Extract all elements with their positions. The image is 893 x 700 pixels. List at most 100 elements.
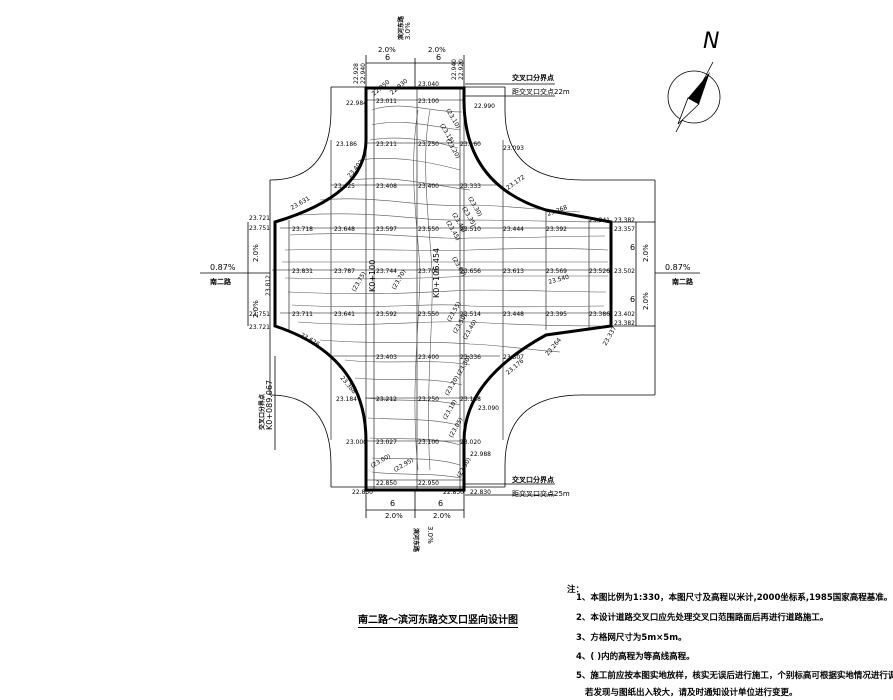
elev-label: 23.184 [336,396,357,403]
contour-label: (23.60) [450,256,467,278]
left-side: 0.87% 南二路 2.0% 2.0% 交叉口分界点 K0+089.067 [200,222,276,450]
elev-label: 23.392 [546,226,567,233]
road-label-top: 滨河东路 [397,15,405,40]
elev-label: 23.648 [334,226,355,233]
elev-label: 22.984 [346,100,367,107]
elev-label: 23.093 [503,145,524,152]
dim-top-left: 6 [385,53,390,62]
contour-lines [282,105,609,479]
slope-bottom-right: 2.0% [433,512,451,520]
elev-label: 23.307 [503,354,524,361]
notes-heading: 注： [567,585,585,595]
note-2: 2、本设计道路交叉口应先处理交叉口范围路面后再进行道路施工。 [576,613,829,623]
elev-label: 23.787 [334,268,355,275]
contour-label: (22.95) [393,457,415,474]
slope-left-bottom: 2.0% [252,300,260,318]
road-label-bottom: 滨河东路 [412,528,420,553]
elev-label: 23.357 [614,226,635,233]
elev-label: 23.403 [376,354,397,361]
elev-label: 23.626 [299,332,321,349]
contour-label: (23.05) [448,417,465,439]
dim-bottom-right: 6 [438,499,443,508]
elev-label: 23.264 [544,337,563,358]
station-left-mid: K0+100 [368,260,377,292]
dim-right-top: 6 [630,243,635,252]
elev-label: 23.711 [292,311,313,318]
note-3: 3、方格网尺寸为5m×5m。 [576,633,687,643]
note-5: 5、施工前应按本图实地放样，核实无误后进行施工，个别标高可根据实地情况进行调整； [576,671,893,681]
dim-top-right: 6 [436,53,441,62]
cross-slope-left: 0.87% [210,263,236,272]
elev-label: 23.382 [614,217,635,224]
elev-label: 23.250 [418,141,439,148]
elev-label: 23.425 [334,183,355,190]
elev-label: 22.830 [470,489,491,496]
slope-bottom-left: 2.0% [385,512,403,520]
elev-label: 23.400 [418,183,439,190]
elev-label: 23.550 [418,311,439,318]
elev-label: 23.333 [460,183,481,190]
north-arrow-head [688,72,710,104]
elev-label: 22.988 [470,451,491,458]
slope-right-bottom: 2.0% [642,292,650,310]
right-side: 0.87% 南二路 6 6 2.0% 2.0% [611,221,700,327]
elev-label: 22.940 [451,59,458,80]
elev-label: 23.250 [418,396,439,403]
elev-label: 23.718 [292,226,313,233]
elev-label: 23.744 [376,268,397,275]
elev-label: 23.395 [546,311,567,318]
north-label: N [703,29,719,54]
elev-label: 23.721 [249,324,270,331]
elev-label: 23.751 [249,311,270,318]
elev-label: 22.940 [360,63,367,84]
elev-label: 23.040 [418,81,439,88]
elev-label: 23.448 [503,311,524,318]
elev-label: 22.990 [474,103,495,110]
elev-label: 22.850 [376,480,397,487]
slope-left-top: 2.0% [252,244,260,262]
boundary-label-top: 交叉口分界点 [512,73,554,82]
elev-label: 23.444 [503,226,524,233]
grid-lines [272,88,612,490]
elev-label: 23.341 [589,217,610,224]
elev-label: 23.000 [346,439,367,446]
boundary-labels: 交叉口分界点 距交叉口交点22m 交叉口分界点 距交叉口交点25m K0+106… [368,73,570,498]
elev-label: 23.268 [546,204,568,218]
elev-label: 23.011 [376,98,397,105]
distance-top: 距交叉口交点22m [512,87,570,96]
elev-label: 23.831 [292,268,313,275]
contour-label: (23.10) [442,399,459,421]
elev-label: 23.212 [376,396,397,403]
north-arrow-tail [677,97,700,125]
road-outlines [269,83,656,496]
vertical-slope-top: 3.0% [404,22,412,40]
elev-label: 23.408 [376,183,397,190]
contour-label: (23.20) [444,138,461,160]
elev-label: 22.830 [352,489,373,496]
road-label-left: 南二路 [210,277,232,286]
elev-label: 23.526 [589,268,610,275]
elev-label: 23.540 [548,274,570,286]
elev-label: 23.211 [376,141,397,148]
elev-label: 23.510 [460,226,481,233]
elev-label: 23.172 [505,174,526,192]
dimensions-bottom: 6 6 2.0% 2.0% 3.0% 滨河东路 [365,490,465,553]
elev-label: 23.656 [460,268,481,275]
cross-slope-right: 0.87% [665,263,691,272]
elev-label: 23.336 [460,354,481,361]
elev-label: 23.751 [249,225,270,232]
north-arrow-circle [667,70,721,124]
note-6: 若发现与图纸出入较大，请及时通知设计单位进行变更。 [585,688,798,698]
elev-label: 23.700 [418,268,439,275]
dim-bottom-left: 6 [390,499,395,508]
drawing-title: 南二路～滨河东路交叉口竖向设计图 [358,611,518,628]
station-left: K0+089.067 [265,380,274,430]
elev-label: 23.382 [614,320,635,327]
elev-label: 23.514 [460,311,481,318]
station-left-label: 交叉口分界点 [258,394,266,430]
elev-label: 23.402 [614,311,635,318]
contour-label: (23.20) [444,375,461,397]
boundary-label-bottom: 交叉口分界点 [512,475,554,484]
elev-label: 23.641 [334,311,355,318]
elev-label: 23.569 [546,268,567,275]
